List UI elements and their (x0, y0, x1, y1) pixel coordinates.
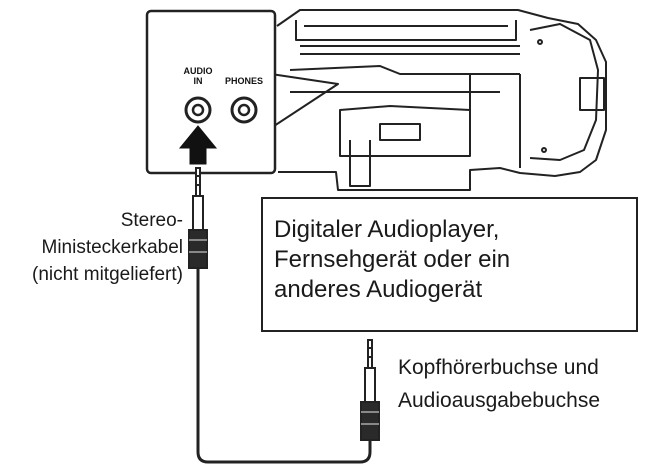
cable (196, 268, 372, 464)
audio-in-label-line-1: AUDIO (183, 66, 213, 76)
audio-in-label: AUDIO IN (176, 66, 220, 86)
insert-arrow (178, 125, 218, 165)
audio-device-line-3: anderes Audiogerät (274, 276, 483, 303)
cable-label-line-3: (nicht mitgeliefert) (32, 264, 183, 285)
audio-device-text: Digitaler Audioplayer, Fernsehgerät oder… (274, 215, 510, 305)
audio-device-box (261, 197, 638, 332)
audio-device-line-2: Fernsehgerät oder ein (274, 246, 511, 273)
cable-plug-top (188, 167, 208, 269)
audio-in-label-line-2: IN (193, 76, 203, 86)
output-jack-label-line-1: Kopfhörerbuchse und (398, 356, 599, 379)
jack-panel (145, 9, 277, 175)
cable-label-line-2: Ministeckerkabel (41, 237, 184, 258)
cable-label: Stereo- Ministeckerkabel (nicht mitgelie… (0, 207, 183, 288)
output-jack-label: Kopfhörerbuchse und Audioausgabebuchse (398, 351, 600, 417)
cable-label-line-1: Stereo- (120, 210, 183, 231)
audio-device-line-1: Digitaler Audioplayer, (274, 216, 500, 243)
phones-label: PHONES (224, 76, 263, 86)
output-jack-label-line-2: Audioausgabebuchse (398, 389, 601, 412)
cable-plug-bottom (360, 339, 380, 441)
